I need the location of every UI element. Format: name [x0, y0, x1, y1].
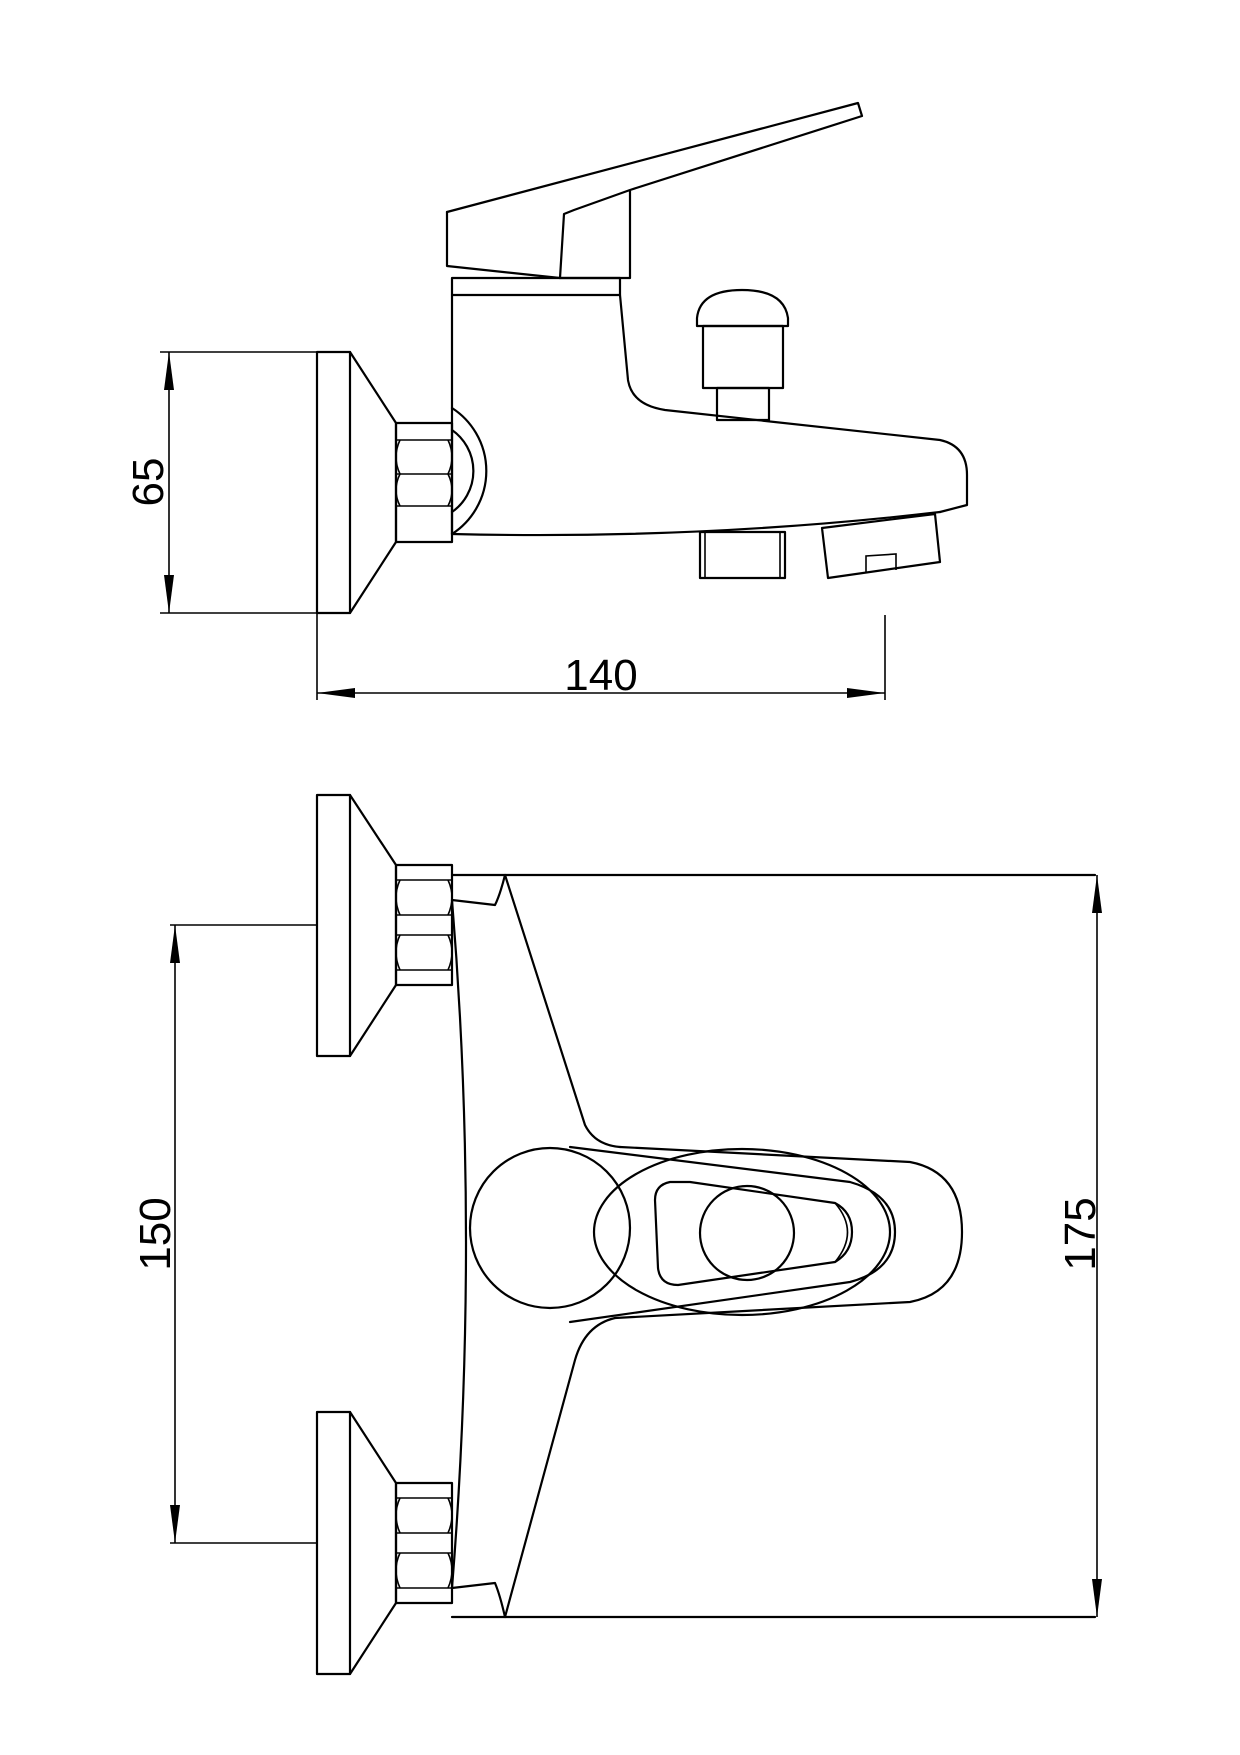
- side-view: 65 140: [124, 101, 969, 700]
- dimension-175: 175: [1056, 875, 1105, 1617]
- dimension-140: 140: [316, 613, 886, 700]
- top-lever-head: [468, 1145, 964, 1324]
- top-mixer-body: [450, 873, 1097, 1619]
- dimension-150: 150: [131, 924, 317, 1544]
- top-upper-flange: [315, 793, 454, 1058]
- dimension-65-label: 65: [124, 458, 173, 507]
- side-lever-handle: [445, 101, 864, 280]
- side-eccentric: [450, 406, 488, 536]
- side-outlets: [698, 512, 942, 580]
- dimension-150-label: 150: [131, 1197, 180, 1270]
- top-view: 150 175: [131, 793, 1105, 1676]
- top-connector-stubs: [450, 873, 507, 1619]
- side-diverter-knob: [695, 288, 790, 422]
- dimension-175-label: 175: [1056, 1197, 1105, 1270]
- side-wall-flange: [315, 350, 398, 615]
- top-lower-flange: [315, 1410, 454, 1676]
- side-hex-nut: [394, 421, 454, 544]
- dimension-140-label: 140: [564, 651, 637, 700]
- side-mixer-body: [450, 276, 969, 537]
- dimension-65: 65: [124, 351, 317, 614]
